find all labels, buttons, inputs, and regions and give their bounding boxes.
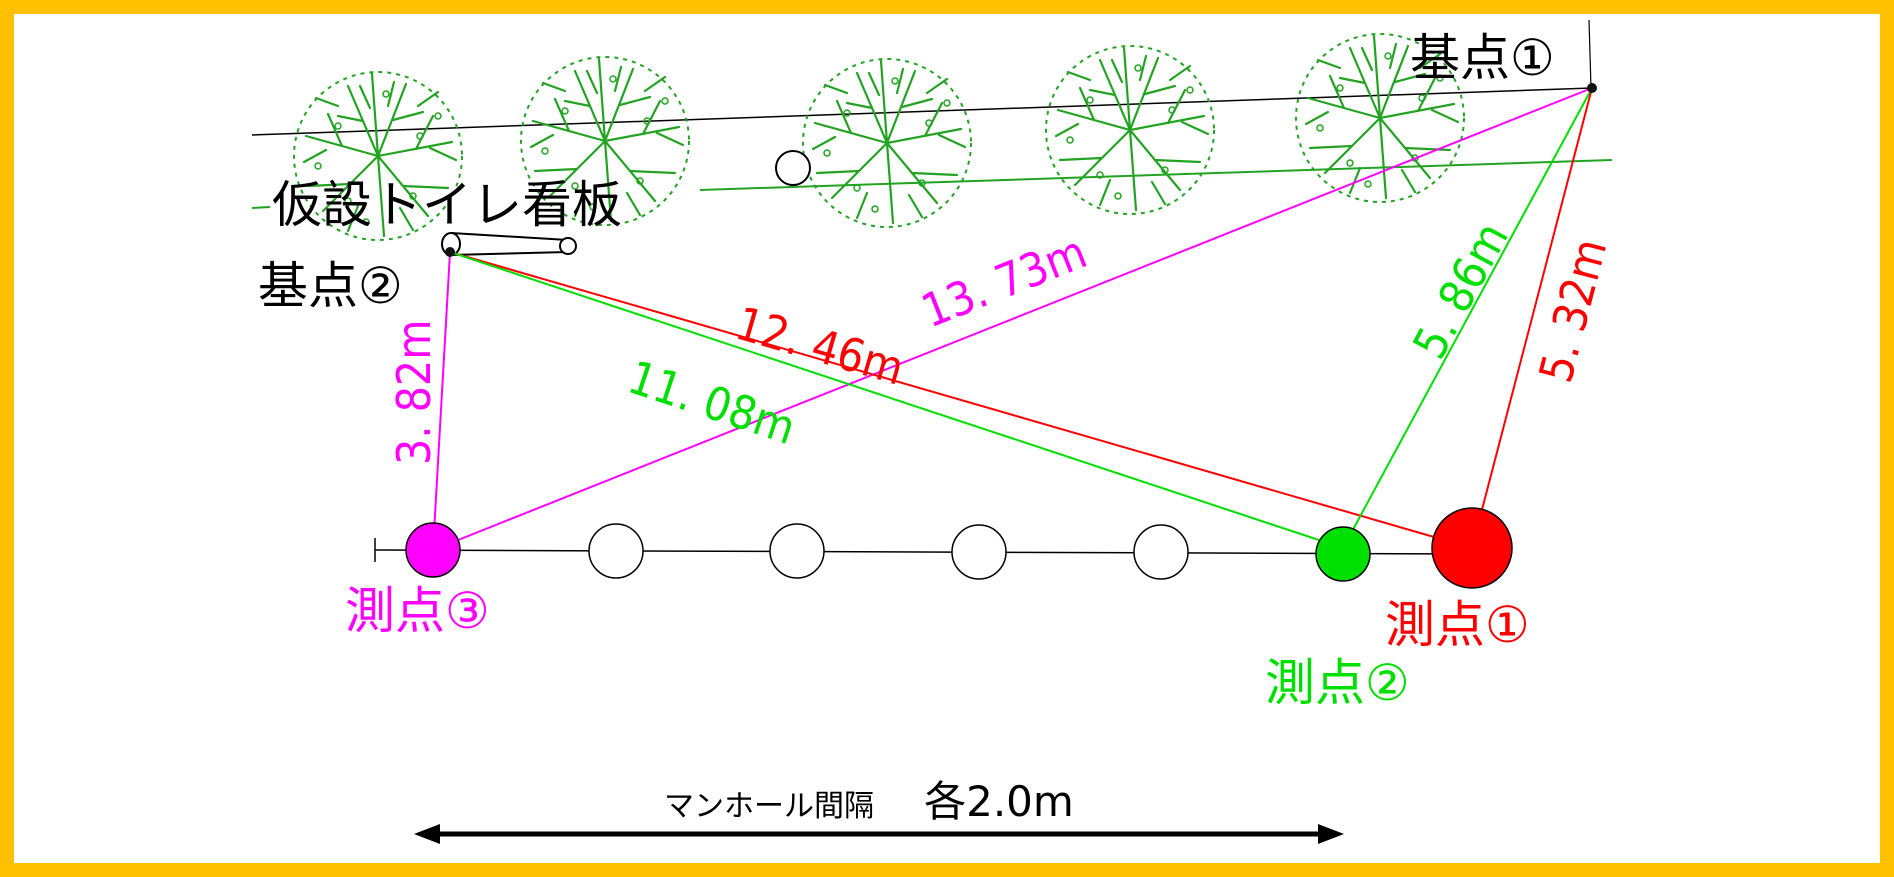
manhole-interval-caption: マンホール間隔 各2.0m	[664, 777, 1074, 826]
sign-pipe-shape	[441, 232, 577, 256]
manhole-icon-mp2	[1315, 526, 1371, 582]
distance-bp1-mp3: 13. 73m	[914, 224, 1094, 338]
measure-point-2-label: 測点②	[1265, 654, 1410, 712]
distance-bp2-mp1: 12. 46m	[730, 296, 910, 396]
base-point-1-label: 基点①	[1410, 29, 1555, 87]
road-line-lower-green	[699, 159, 1613, 191]
measure-point-1-label: 測点①	[1385, 596, 1530, 654]
manhole-icon	[1133, 524, 1189, 580]
temp-toilet-sign-label: 仮設トイレ看板	[272, 176, 622, 234]
border-vertical-line	[1588, 19, 1592, 89]
manhole-icon	[769, 523, 825, 579]
line-bp1-mp3	[432, 87, 1593, 551]
base-point-2-dot	[445, 247, 455, 257]
distance-bp1-mp1: 5. 32m	[1528, 233, 1617, 387]
base-point-2-label: 基点②	[258, 257, 403, 315]
distance-bp1-mp2: 5. 86m	[1402, 213, 1519, 367]
line-bp1-mp1	[1471, 87, 1593, 549]
distance-bp2-mp3: 3. 82m	[387, 319, 441, 465]
double-arrow-icon	[414, 824, 1344, 844]
manhole-icon-mp3	[405, 522, 461, 578]
tree-icon	[1044, 44, 1216, 216]
manhole-icon	[951, 524, 1007, 580]
line-bp1-mp2	[1342, 87, 1593, 549]
line-bp2-mp3	[432, 251, 451, 551]
road-tick-left	[251, 206, 271, 209]
road-line-upper	[251, 87, 1593, 136]
small-circle-marker	[775, 150, 811, 186]
manhole-icon	[588, 523, 644, 579]
manhole-line	[374, 549, 1477, 555]
line-bp2-mp2	[449, 251, 1344, 549]
manhole-icon-mp1	[1431, 507, 1513, 589]
manhole-interval-prefix: マンホール間隔	[664, 789, 874, 824]
measure-point-3-label: 測点③	[345, 582, 490, 640]
line-bp2-mp1	[449, 251, 1473, 549]
manhole-interval-value: 各2.0m	[924, 777, 1074, 826]
tree-icon	[801, 57, 973, 229]
base-point-1-dot	[1587, 83, 1597, 93]
